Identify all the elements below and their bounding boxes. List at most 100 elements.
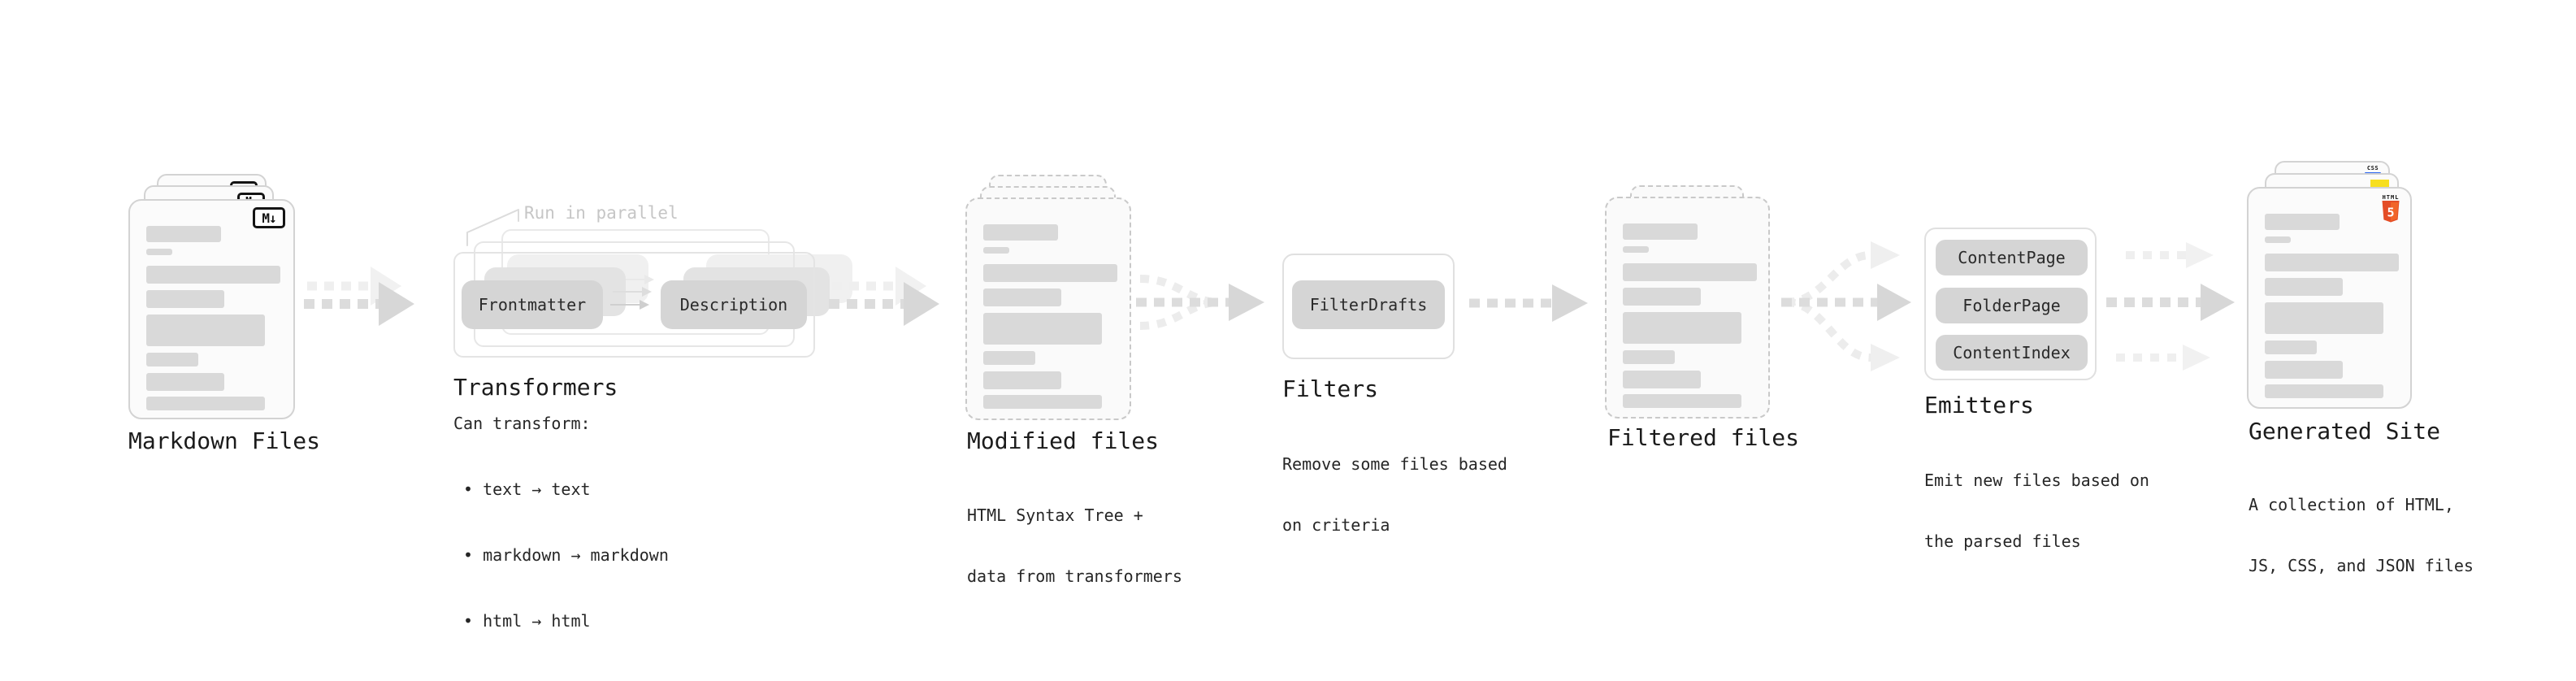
html5-wordmark: HTML <box>2382 194 2400 201</box>
svg-text:5: 5 <box>2387 206 2394 220</box>
arrow-head <box>1552 284 1588 322</box>
placeholder-bar <box>1623 312 1741 344</box>
placeholder-bar <box>2265 278 2343 296</box>
document-placeholder-lines <box>2265 214 2404 398</box>
annotation-leader-line <box>466 209 519 246</box>
stage-title-transformers: Transformers <box>453 374 618 401</box>
contentindex-pill: ContentIndex <box>1936 335 2088 371</box>
placeholder-bar <box>1623 246 1649 253</box>
desc-line: data from transformers <box>967 566 1182 586</box>
placeholder-bar <box>146 226 221 242</box>
arrow-head-middle <box>1877 284 1911 321</box>
placeholder-bar <box>983 288 1061 306</box>
document-placeholder-lines <box>983 224 1123 409</box>
placeholder-bar <box>1623 288 1701 306</box>
ghost-arrow <box>307 267 401 306</box>
placeholder-bar <box>146 314 265 346</box>
emitters-container: ContentPage FolderPage ContentIndex <box>1924 228 2097 380</box>
dashed-arrow-top <box>2126 242 2214 268</box>
html5-icon: HTML 5 <box>2381 194 2400 223</box>
placeholder-bar <box>146 353 198 367</box>
placeholder-bar <box>1623 350 1675 364</box>
branch-curve-bottom <box>1785 298 1871 362</box>
arrow-filtered-to-emitters <box>1781 241 1911 371</box>
bullet-item: • text → text <box>463 479 591 499</box>
placeholder-bar <box>983 313 1102 345</box>
placeholder-bar <box>2265 361 2343 379</box>
branch-curve-top <box>1785 251 1871 306</box>
modified-files-desc: HTML Syntax Tree + data from transformer… <box>967 465 1182 627</box>
site-file-card-html: HTML 5 <box>2247 187 2412 409</box>
arrow-markdown-to-transformers <box>304 267 414 326</box>
markdown-icon: M↓ <box>253 207 285 228</box>
placeholder-bar <box>146 397 265 410</box>
arrow-filters-to-filtered <box>1469 284 1588 322</box>
dashed-arrow <box>304 282 414 326</box>
modified-file-card <box>965 197 1131 420</box>
placeholder-bar <box>2265 254 2399 271</box>
dashed-arrow-bottom <box>2116 345 2210 371</box>
filtered-file-card <box>1605 197 1770 419</box>
filters-container: FilterDrafts <box>1282 254 1455 359</box>
stage-title-generated-site: Generated Site <box>2249 418 2441 445</box>
desc-line: A collection of HTML, <box>2249 495 2454 514</box>
desc-line: on criteria <box>1282 515 1390 535</box>
stage-title-modified-files: Modified files <box>967 427 1160 454</box>
placeholder-bar <box>1623 223 1698 240</box>
placeholder-bar <box>1623 263 1757 281</box>
emitters-desc: Emit new files based on the parsed files <box>1924 430 2149 592</box>
mini-arrow-front <box>610 300 649 310</box>
transformers-desc-heading: Can transform: <box>453 414 591 433</box>
desc-line: Remove some files based <box>1282 454 1507 474</box>
generated-site-desc: A collection of HTML, JS, CSS, and JSON … <box>2249 454 2474 617</box>
frontmatter-pill: Frontmatter <box>462 280 603 329</box>
placeholder-bar <box>2265 214 2340 230</box>
placeholder-bar <box>2265 236 2291 243</box>
run-in-parallel-label: Run in parallel <box>524 203 679 223</box>
placeholder-bar <box>146 249 172 255</box>
stage-title-markdown-files: Markdown Files <box>128 427 321 454</box>
mini-arrow-middle <box>613 287 652 297</box>
arrow-head-top <box>1871 241 1900 269</box>
stage-title-filters: Filters <box>1282 375 1379 402</box>
placeholder-bar <box>2265 340 2317 354</box>
placeholder-bar <box>2265 302 2383 334</box>
desc-line: HTML Syntax Tree + <box>967 505 1143 525</box>
placeholder-bar <box>983 247 1009 254</box>
placeholder-bar <box>146 266 280 284</box>
contentpage-pill: ContentPage <box>1936 240 2088 275</box>
filters-desc: Remove some files based on criteria <box>1282 414 1507 576</box>
dashed-arrow-middle <box>2106 284 2235 321</box>
desc-line: Emit new files based on <box>1924 471 2149 490</box>
html5-shield: 5 <box>2382 201 2400 223</box>
bullet-item: • html → html <box>463 611 591 631</box>
placeholder-bar <box>1623 371 1701 388</box>
description-pill: Description <box>661 280 807 329</box>
placeholder-bar <box>983 351 1035 365</box>
placeholder-bar <box>983 395 1102 409</box>
transformers-bullet-list: • text → text • markdown → markdown • ht… <box>463 435 669 676</box>
css-wordmark: CSS <box>2366 165 2379 171</box>
placeholder-bar <box>983 371 1061 389</box>
placeholder-bar <box>983 224 1058 241</box>
arrow-head-bottom <box>1871 344 1900 371</box>
stage-title-emitters: Emitters <box>1924 392 2034 419</box>
markdown-file-card: M↓ <box>128 199 295 419</box>
desc-line: the parsed files <box>1924 531 2081 551</box>
arrow-transformers-to-modified <box>829 267 939 326</box>
desc-line: JS, CSS, and JSON files <box>2249 556 2474 575</box>
stage-title-filtered-files: Filtered files <box>1607 424 1800 451</box>
placeholder-bar <box>983 264 1117 282</box>
placeholder-bar <box>1623 394 1741 408</box>
document-placeholder-lines <box>146 226 287 410</box>
ghost-arrow <box>832 267 926 306</box>
placeholder-bar <box>146 373 224 391</box>
arrow-head <box>1229 284 1264 321</box>
placeholder-bar <box>2265 384 2383 398</box>
placeholder-bar <box>146 290 224 308</box>
document-placeholder-lines <box>1623 223 1762 408</box>
transformer-layer-front <box>453 252 815 358</box>
folderpage-pill: FolderPage <box>1936 288 2088 323</box>
bullet-item: • markdown → markdown <box>463 545 669 565</box>
